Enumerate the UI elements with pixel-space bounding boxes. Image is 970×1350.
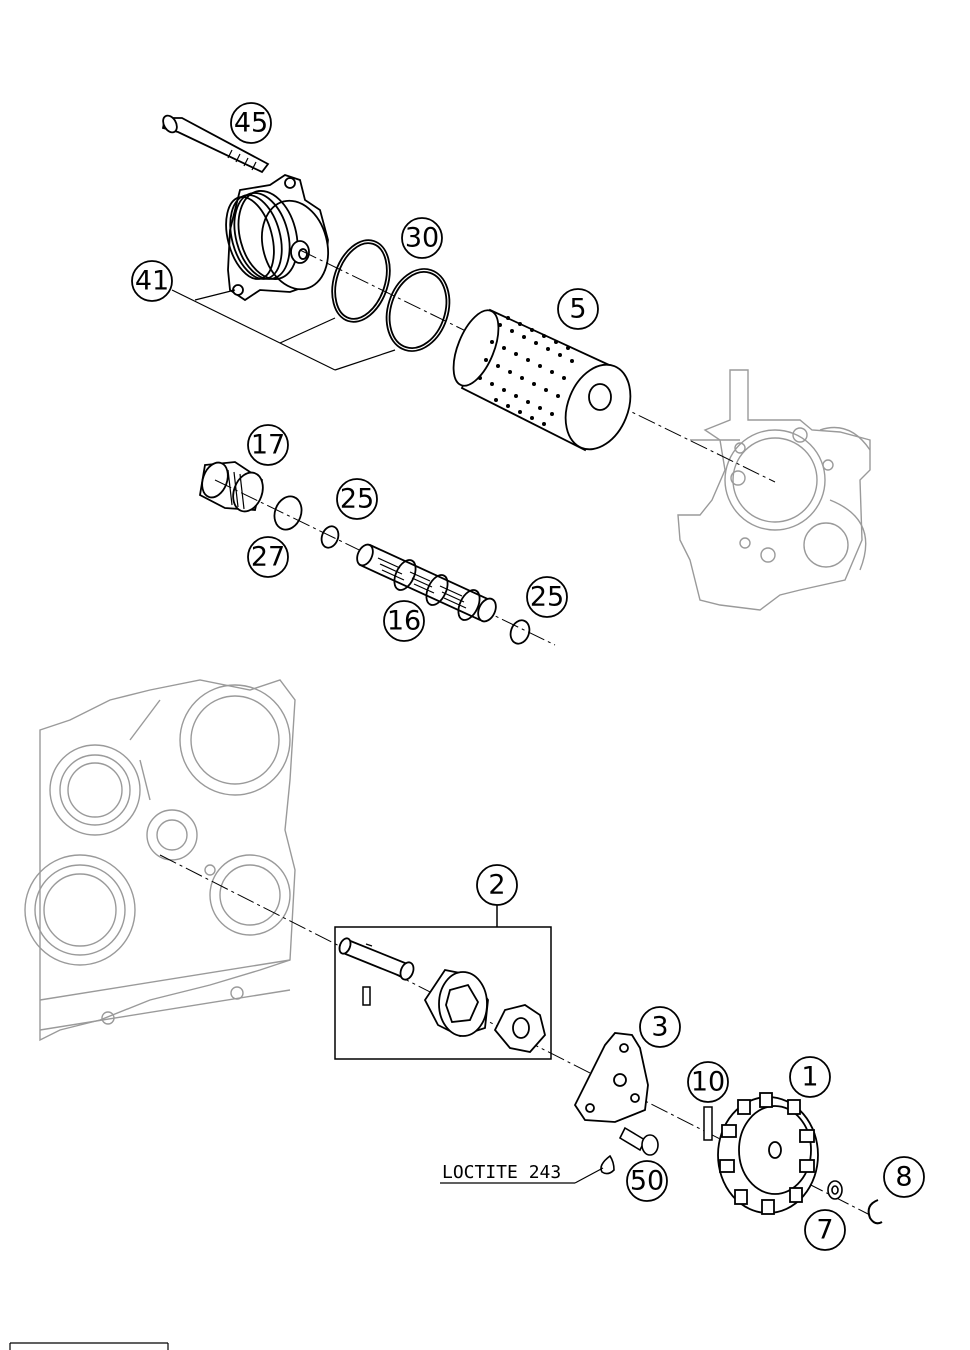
loctite-leader xyxy=(440,1167,604,1184)
oil-filter-part-5 xyxy=(452,308,632,452)
callout-circle-45 xyxy=(230,102,272,144)
corner-frame-fragment xyxy=(9,1342,169,1350)
callout-circle-1 xyxy=(789,1056,831,1098)
washer-part-7 xyxy=(827,1180,843,1200)
o-ring-part-25-upper xyxy=(320,525,340,549)
callout-label-17: 17 xyxy=(251,430,285,461)
pump-gear-part-1 xyxy=(717,1092,819,1215)
filter-cover-part-41 xyxy=(225,174,329,302)
o-ring-part-25-lower xyxy=(509,619,531,645)
callout-circle-27 xyxy=(247,536,289,578)
callout-circle-16 xyxy=(383,600,425,642)
callout-circle-30 xyxy=(401,217,443,259)
callout-circle-25b xyxy=(526,576,568,618)
pump-inner-rotor xyxy=(493,1004,546,1053)
pump-shaft xyxy=(338,937,415,981)
callout-label-1: 1 xyxy=(801,1062,818,1093)
callout-label-27: 27 xyxy=(251,542,285,573)
pump-cover-part-3 xyxy=(573,1032,649,1123)
callout-circle-2 xyxy=(476,864,518,906)
screen-filter-part-16 xyxy=(356,543,497,623)
callout-label-41: 41 xyxy=(135,266,169,297)
callout-circle-50 xyxy=(626,1160,668,1202)
pump-pin xyxy=(362,986,371,1006)
circlip-part-8 xyxy=(867,1199,883,1225)
callout-label-10: 10 xyxy=(691,1067,725,1098)
bolt-part-50 xyxy=(618,1126,659,1156)
oil-pump-kit-box-part-2 xyxy=(334,926,552,1060)
loctite-label: LOCTITE 243 xyxy=(442,1162,561,1183)
callout-label-5: 5 xyxy=(569,294,586,325)
callout-circle-10 xyxy=(687,1061,729,1103)
callout-label-7: 7 xyxy=(816,1215,833,1246)
axis-line-lower xyxy=(159,854,871,1216)
loctite-drop-icon xyxy=(600,1154,615,1175)
pump-outer-rotor xyxy=(423,968,489,1037)
callout-circle-17 xyxy=(247,424,289,466)
callout-label-30: 30 xyxy=(405,223,439,254)
callout-circle-8 xyxy=(883,1156,925,1198)
screw-plug-part-17 xyxy=(199,461,264,513)
callout-circle-25a xyxy=(336,478,378,520)
engine-case-outline-lower xyxy=(24,679,296,1042)
callout-label-25a: 25 xyxy=(340,484,374,515)
leader-lines-41 xyxy=(171,289,396,371)
o-rings-part-30 xyxy=(331,239,451,352)
callout-label-2: 2 xyxy=(488,870,505,901)
callout-label-16: 16 xyxy=(387,606,421,637)
o-ring-part-27 xyxy=(273,495,303,531)
callout-label-50: 50 xyxy=(630,1166,664,1197)
engine-case-outline-upper xyxy=(677,369,871,611)
bolt-part-45 xyxy=(161,114,270,174)
callout-label-25b: 25 xyxy=(530,582,564,613)
callout-circle-5 xyxy=(557,288,599,330)
dowel-pin-part-10 xyxy=(703,1106,713,1141)
callout-label-45: 45 xyxy=(234,108,268,139)
callout-circle-41 xyxy=(131,260,173,302)
callout-circle-7 xyxy=(804,1209,846,1251)
callout-label-8: 8 xyxy=(895,1162,912,1193)
callout-label-3: 3 xyxy=(651,1012,668,1043)
callout-circle-3 xyxy=(639,1006,681,1048)
